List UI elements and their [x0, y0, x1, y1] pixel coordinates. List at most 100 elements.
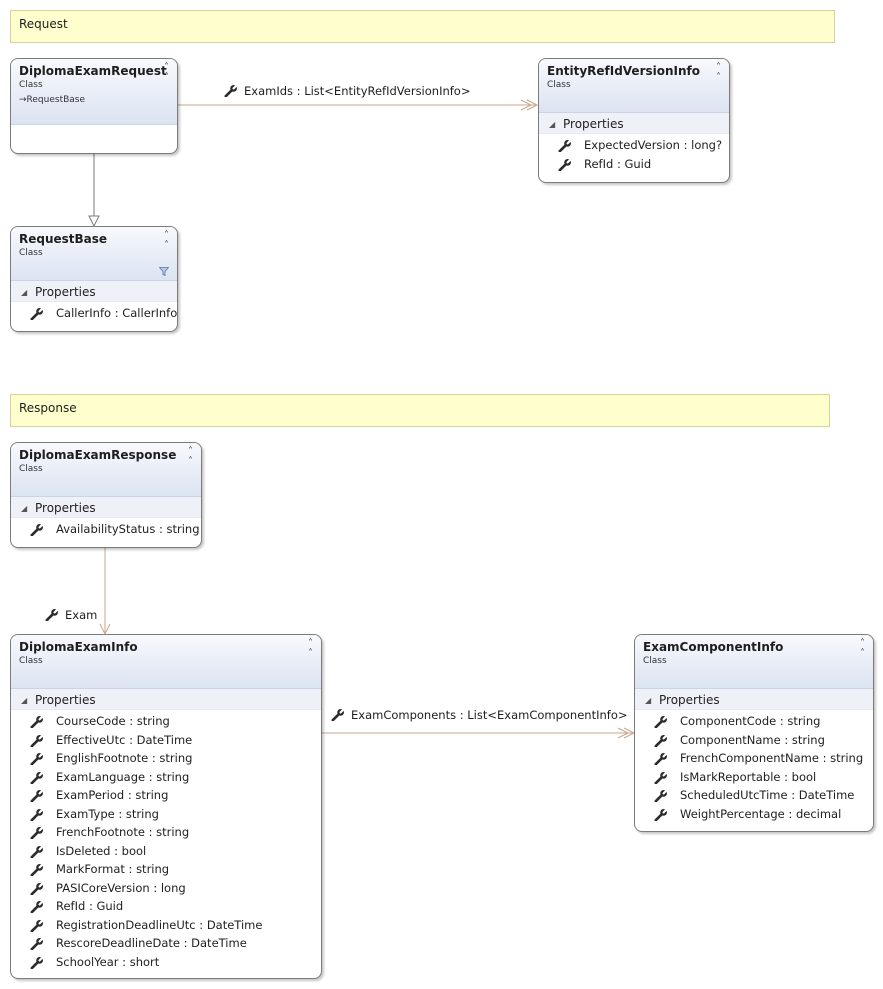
- property-row[interactable]: CourseCode : string: [11, 712, 321, 731]
- property-row[interactable]: ComponentName : string: [635, 731, 873, 750]
- base-type-name: RequestBase: [26, 95, 86, 105]
- property-row[interactable]: RefId : Guid: [539, 155, 729, 174]
- property-text: EffectiveUtc : DateTime: [56, 732, 193, 747]
- property-row[interactable]: EnglishFootnote : string: [11, 749, 321, 768]
- property-row[interactable]: RefId : Guid: [11, 897, 321, 916]
- association-exam[interactable]: [99, 548, 111, 636]
- property-row[interactable]: ExamType : string: [11, 805, 321, 824]
- wrench-icon: [224, 84, 238, 97]
- association-label-exam[interactable]: Exam: [45, 607, 97, 623]
- property-list: AvailabilityStatus : string: [11, 518, 201, 539]
- wrench-icon: [30, 900, 44, 913]
- property-text: ExpectedVersion : long?: [584, 138, 723, 152]
- filter-icon[interactable]: [159, 267, 169, 276]
- class-exam-component-info[interactable]: ExamComponentInfo Class ˄˄ ◢ Properties C…: [634, 634, 874, 832]
- property-text: RescoreDeadlineDate : DateTime: [56, 936, 247, 950]
- compartment-properties[interactable]: ◢ Properties: [635, 689, 873, 710]
- property-row[interactable]: IsDeleted : bool: [11, 842, 321, 861]
- class-diploma-exam-info[interactable]: DiplomaExamInfo Class ˄˄ ◢Properties Cou…: [10, 634, 322, 979]
- collapse-icon[interactable]: ˄˄: [860, 638, 865, 659]
- collapse-icon[interactable]: ˄˄: [716, 62, 721, 83]
- compartment-label: Properties: [659, 693, 720, 707]
- property-text: FrenchFootnote : string: [56, 825, 190, 839]
- class-header: ExamComponentInfo Class ˄˄: [635, 635, 873, 689]
- compartment-properties[interactable]: ◢ Properties: [11, 281, 177, 302]
- property-row[interactable]: MarkFormat : string: [11, 860, 321, 879]
- class-entity-ref-id-version-info[interactable]: EntityRefIdVersionInfo Class ˄˄ ◢Propert…: [538, 58, 730, 183]
- property-list: ExpectedVersion : long? RefId : Guid: [539, 134, 729, 173]
- class-header: DiplomaExamInfo Class ˄˄: [11, 635, 321, 689]
- wrench-icon: [30, 845, 44, 858]
- triangle-down-icon[interactable]: ◢: [21, 504, 28, 513]
- property-list: CallerInfo : CallerInfo: [11, 302, 177, 323]
- wrench-icon: [654, 789, 668, 802]
- property-row[interactable]: EffectiveUtc : DateTime: [11, 731, 321, 750]
- class-request-base[interactable]: RequestBase Class ˄˄ ◢ Properties CallerI…: [10, 226, 178, 332]
- class-header: RequestBase Class ˄˄: [11, 227, 177, 281]
- property-text: ComponentCode : string: [680, 714, 821, 728]
- property-text: EnglishFootnote : string: [56, 751, 193, 765]
- property-row[interactable]: ExamPeriod : string: [11, 786, 321, 805]
- property-row[interactable]: CallerInfo : CallerInfo: [11, 304, 177, 323]
- property-row[interactable]: PASICoreVersion : long: [11, 879, 321, 898]
- wrench-icon: [30, 808, 44, 821]
- region-response[interactable]: Response: [10, 394, 830, 427]
- compartment-label: Properties: [35, 285, 96, 299]
- property-row[interactable]: IsMarkReportable : bool: [635, 768, 873, 787]
- association-label-examcomponents[interactable]: ExamComponents : List<ExamComponentInfo>: [331, 707, 628, 723]
- wrench-icon: [30, 771, 44, 784]
- property-row[interactable]: RegistrationDeadlineUtc : DateTime: [11, 916, 321, 935]
- property-text: AvailabilityStatus : string: [56, 522, 200, 536]
- region-request[interactable]: Request: [10, 10, 835, 43]
- triangle-down-icon[interactable]: ◢: [21, 288, 28, 297]
- property-row[interactable]: WeightPercentage : decimal: [635, 805, 873, 824]
- property-text: CallerInfo : CallerInfo: [56, 306, 178, 320]
- wrench-icon: [30, 956, 44, 969]
- inheritance-request-base[interactable]: [88, 154, 100, 228]
- triangle-down-icon[interactable]: ◢: [21, 696, 28, 705]
- wrench-icon: [654, 715, 668, 728]
- property-row[interactable]: SchoolYear : short: [11, 953, 321, 972]
- compartment-properties[interactable]: ◢ Properties: [11, 497, 201, 518]
- property-text: PASICoreVersion : long: [56, 880, 186, 895]
- wrench-icon: [30, 523, 44, 536]
- property-row[interactable]: ExamLanguage : string: [11, 768, 321, 787]
- property-text: IsDeleted : bool: [56, 843, 147, 858]
- collapse-icon[interactable]: ˄˄: [308, 638, 313, 659]
- property-text: ExamType : string: [56, 806, 159, 821]
- property-text: ExamPeriod : string: [56, 788, 169, 802]
- property-row[interactable]: AvailabilityStatus : string: [11, 520, 201, 539]
- class-diploma-exam-response[interactable]: DiplomaExamResponse Class ˄˄ ◢Properties…: [10, 442, 202, 548]
- property-row[interactable]: ExpectedVersion : long?: [539, 136, 729, 155]
- class-name: RequestBase: [19, 232, 108, 246]
- region-request-label: Request: [19, 17, 68, 31]
- property-row[interactable]: RescoreDeadlineDate : DateTime: [11, 934, 321, 953]
- collapse-icon[interactable]: ˄˄: [164, 62, 169, 83]
- class-diploma-exam-request[interactable]: DiplomaExamRequest Class →RequestBase ˄˄: [10, 58, 178, 154]
- class-name: DiplomaExamRequest: [19, 64, 167, 78]
- property-list: ComponentCode : string ComponentName : s…: [635, 710, 873, 823]
- association-examcomponents[interactable]: [322, 727, 636, 739]
- compartment-properties[interactable]: ◢Properties: [11, 689, 321, 710]
- wrench-icon: [30, 734, 44, 747]
- property-row[interactable]: ComponentCode : string: [635, 712, 873, 731]
- association-label-examids[interactable]: ExamIds : List<EntityRefIdVersionInfo>: [224, 83, 470, 99]
- triangle-down-icon[interactable]: ◢: [549, 120, 556, 129]
- compartment-properties[interactable]: ◢Properties: [539, 113, 729, 134]
- collapse-icon[interactable]: ˄˄: [164, 230, 169, 251]
- property-text: RefId : Guid: [56, 899, 124, 913]
- collapse-icon[interactable]: ˄˄: [188, 446, 193, 467]
- property-row[interactable]: FrenchComponentName : string: [635, 749, 873, 768]
- property-row[interactable]: FrenchFootnote : string: [11, 823, 321, 842]
- compartment-label: Properties: [35, 501, 96, 515]
- triangle-down-icon[interactable]: ◢: [645, 696, 652, 705]
- property-text: WeightPercentage : decimal: [680, 806, 842, 821]
- association-text: ExamIds : List<EntityRefIdVersionInfo>: [244, 84, 471, 98]
- property-row[interactable]: ScheduledUtcTime : DateTime: [635, 786, 873, 805]
- association-examids[interactable]: [178, 99, 539, 111]
- class-kind: Class: [19, 248, 43, 258]
- wrench-icon: [30, 752, 44, 765]
- class-header: EntityRefIdVersionInfo Class ˄˄: [539, 59, 729, 113]
- wrench-icon: [30, 882, 44, 895]
